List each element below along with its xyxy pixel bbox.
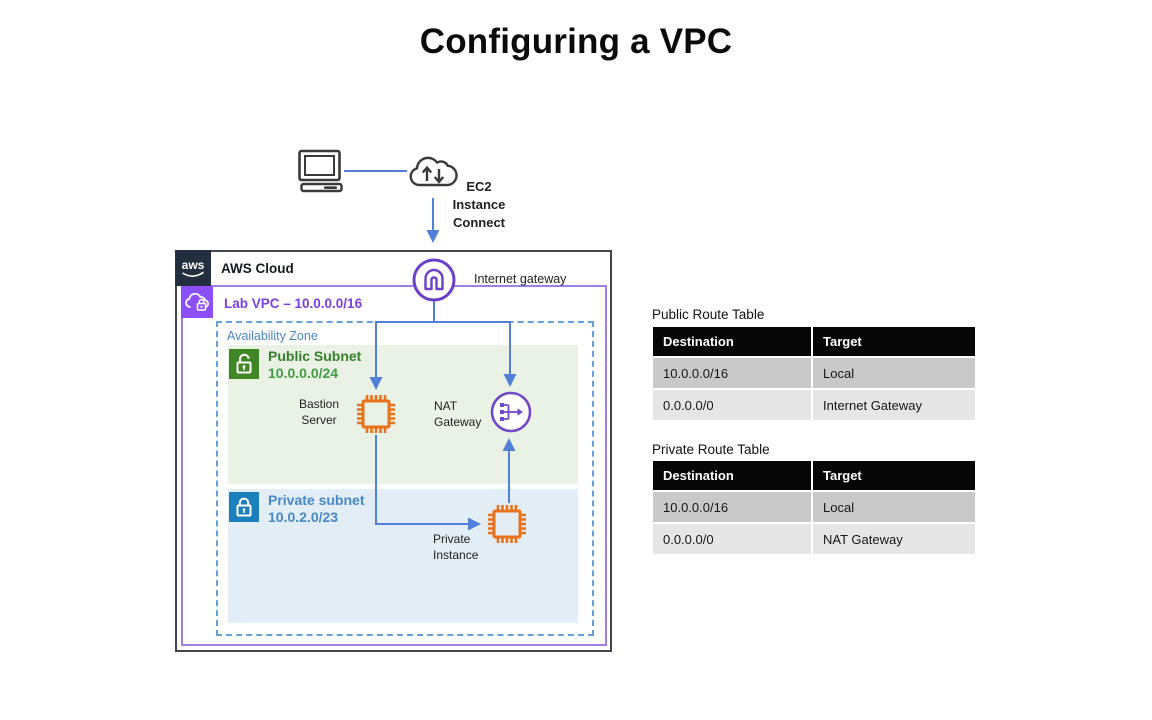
public-subnet-cidr: 10.0.0.0/24 [268,365,339,381]
internet-gateway-label: Internet gateway [474,272,567,286]
svg-text:aws: aws [182,258,205,272]
vpc-label: Lab VPC – 10.0.0.0/16 [224,296,363,311]
table-cell: Local [813,492,975,522]
vpc-icon [181,286,213,318]
private-instance-icon [488,505,526,543]
public-route-table-title: Public Route Table [652,307,765,322]
table-cell: 10.0.0.0/16 [653,358,811,388]
nat-gateway-icon [490,391,532,433]
table-header-target: Target [813,461,975,490]
table-header-destination: Destination [653,461,811,490]
table-cell: Internet Gateway [813,390,975,420]
private-subnet-name: Private subnet [268,492,365,508]
private-route-table: Destination Target 10.0.0.0/16 Local 0.0… [653,461,975,554]
aws-logo: aws [175,250,211,286]
bastion-server-icon [357,395,395,433]
page-title: Configuring a VPC [419,22,733,61]
bastion-server-label: Bastion Server [298,397,340,427]
public-subnet-lock-icon [229,349,259,379]
public-subnet-name: Public Subnet [268,348,362,364]
nat-gateway-label: NAT Gateway [434,399,482,429]
private-subnet-lock-icon [229,492,259,522]
private-subnet-cidr: 10.0.2.0/23 [268,509,339,525]
table-cell: 10.0.0.0/16 [653,492,811,522]
public-route-table: Destination Target 10.0.0.0/16 Local 0.0… [653,327,975,420]
table-header-destination: Destination [653,327,811,356]
table-cell: Local [813,358,975,388]
private-instance-label: Private Instance [433,532,479,562]
table-cell: 0.0.0.0/0 [653,390,811,420]
aws-cloud-label: AWS Cloud [221,261,294,276]
internet-gateway-icon [412,258,456,302]
table-header-target: Target [813,327,975,356]
private-route-table-title: Private Route Table [652,442,770,457]
table-cell: 0.0.0.0/0 [653,524,811,554]
internet-cloud-icon [409,156,458,187]
ec2-instance-connect-label: EC2 Instance Connect [452,179,506,230]
availability-zone-label: Availability Zone [227,329,318,343]
table-cell: NAT Gateway [813,524,975,554]
computer-icon [298,149,343,193]
